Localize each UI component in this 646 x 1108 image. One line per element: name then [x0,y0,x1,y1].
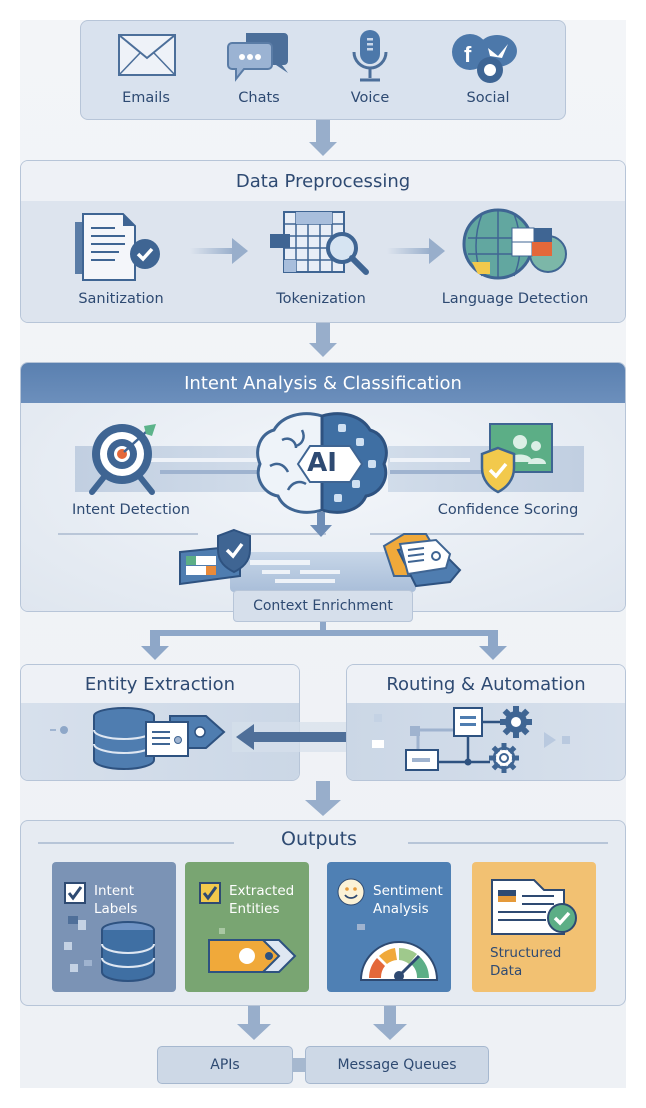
intent-title: Intent Analysis & Classification [21,363,625,403]
tag-icon [208,928,297,973]
context-bar [275,579,335,583]
source-label-social: Social [466,90,510,106]
flow-arrow-head [373,1024,407,1040]
ai-badge: AI [307,448,337,478]
flow-arrow-head [305,800,341,816]
card-label-line1: Extracted [229,883,295,899]
card-label-line1: Structured [490,945,562,961]
flow-arrow-head [310,525,332,537]
signal-bar [160,470,260,474]
workflow-gears-icon [372,706,570,773]
context-bar [250,560,310,565]
divider [236,533,326,535]
card-label-line2: Entities [229,901,280,917]
divider [58,533,198,535]
split-arrow-right-shaft [488,630,498,648]
sink-connector [292,1058,308,1072]
gauge-icon [357,924,439,981]
card-label-line2: Labels [94,901,138,917]
output-card-sentiment-analysis: Sentiment Analysis [327,862,451,992]
step-label-sanitization: Sanitization [78,291,164,307]
preprocessing-title: Data Preprocessing [21,161,625,202]
sink-message-queues: Message Queues [305,1046,489,1084]
split-arrow-right-head [479,646,507,660]
database-tag-icon [50,707,226,771]
sink-label: APIs [210,1057,240,1073]
outputs-divider-right [408,842,608,844]
flow-arrow-shaft [316,120,330,144]
flow-arrow-shaft [384,1006,396,1026]
signal-bar [390,458,470,462]
split-arrow-left-shaft [150,630,160,648]
outputs-divider-left [38,842,234,844]
step-arrow-icon [387,238,445,264]
checkbox-icon [64,882,86,904]
database-icon [64,916,155,983]
chat-bubbles-icon [227,33,288,82]
flow-arrow-shaft [317,512,325,526]
step-label-language-detection: Language Detection [441,291,589,307]
envelope-icon [118,34,176,76]
shield-database-icon [179,528,251,586]
globe-icon [462,208,567,280]
confidence-scoring-label: Confidence Scoring [437,502,579,518]
tag-cluster-icon [382,533,462,588]
split-arrow-stem [320,622,326,634]
output-card-structured-data: Structured Data [472,862,596,992]
card-label-line2: Data [490,963,523,979]
entity-title: Entity Extraction [21,665,299,704]
social-media-icon: f [452,34,517,83]
document-check-icon [491,879,577,935]
microphone-icon [352,30,388,82]
split-arrow-left-head [141,646,169,660]
card-label-line1: Sentiment [373,883,443,899]
intent-detection-label: Intent Detection [72,502,190,518]
source-label-voice: Voice [350,90,390,106]
flow-arrow-head [237,1024,271,1040]
context-bar [300,570,340,574]
divider [370,533,584,535]
flow-arrow-shaft [316,781,330,803]
split-arrow-bar [154,630,494,636]
card-label-line2: Analysis [373,901,429,917]
flow-arrow-shaft [248,1006,260,1026]
sink-apis: APIs [157,1046,293,1084]
flow-arrow-head [309,343,337,357]
grid-magnifier-icon [270,211,369,275]
ai-brain-icon [256,412,388,514]
shield-check-icon [480,423,553,494]
outputs-title: Outputs [281,828,357,850]
output-card-extracted-entities: Extracted Entities [185,862,309,992]
signal-bar [150,458,260,462]
signal-bar [390,470,490,474]
context-enrichment-box: Context Enrichment [233,590,413,622]
flow-arrow-head [309,142,337,156]
sink-label: Message Queues [337,1057,457,1073]
source-label-chats: Chats [238,90,280,106]
flow-arrow-shaft [316,323,330,345]
step-label-tokenization: Tokenization [276,291,366,307]
source-label-emails: Emails [122,90,170,106]
routing-title: Routing & Automation [347,665,625,704]
context-enrichment-label: Context Enrichment [253,598,393,614]
step-arrow-icon [190,238,248,264]
target-icon [89,424,156,495]
checkbox-icon [199,882,221,904]
context-bar [262,570,290,574]
svg-text:f: f [464,42,472,67]
smiley-icon [337,878,365,906]
card-label-line1: Intent [94,883,134,899]
document-check-icon [75,213,160,281]
output-card-intent-labels: Intent Labels [52,862,176,992]
